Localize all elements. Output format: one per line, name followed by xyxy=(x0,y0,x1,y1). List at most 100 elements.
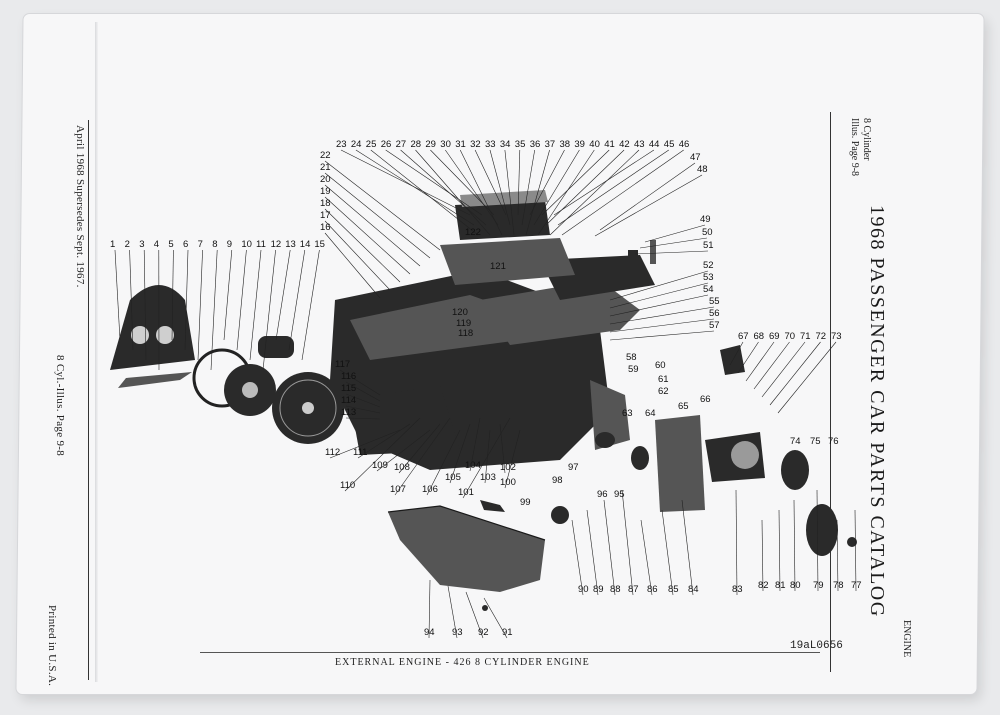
callout-31: 31 xyxy=(455,139,466,150)
callout-98: 98 xyxy=(552,475,563,486)
callout-59: 59 xyxy=(628,364,639,375)
leader-87 xyxy=(621,489,634,596)
callout-111: 111 xyxy=(353,447,367,458)
leader-25 xyxy=(370,149,479,236)
leader-70 xyxy=(753,341,790,390)
bolt-right xyxy=(847,537,857,547)
callout-82: 82 xyxy=(758,580,769,591)
callout-99: 99 xyxy=(520,497,531,508)
callout-65: 65 xyxy=(678,401,689,412)
callout-4: 4 xyxy=(154,239,159,250)
callout-5: 5 xyxy=(168,239,173,250)
leader-109 xyxy=(376,429,431,472)
leader-11 xyxy=(249,249,262,361)
leader-90 xyxy=(571,519,584,596)
oil-filter xyxy=(631,446,649,470)
callout-17: 17 xyxy=(320,210,331,221)
callout-27: 27 xyxy=(396,139,407,150)
leader-15 xyxy=(301,249,320,361)
callout-95: 95 xyxy=(614,489,625,500)
leader-17 xyxy=(324,220,391,291)
callout-110: 110 xyxy=(340,480,355,491)
leader-56 xyxy=(609,318,715,333)
callout-20: 20 xyxy=(320,174,331,185)
callout-2: 2 xyxy=(125,239,130,250)
callout-33: 33 xyxy=(485,139,496,150)
callout-79: 79 xyxy=(813,580,824,591)
callout-36: 36 xyxy=(530,139,541,150)
left-margin-rule xyxy=(88,120,89,680)
callout-112: 112 xyxy=(325,447,340,458)
callout-49: 49 xyxy=(700,214,711,225)
leader-92 xyxy=(465,591,484,639)
flywheel-center xyxy=(302,402,314,414)
leader-110 xyxy=(344,417,421,492)
leader-27 xyxy=(400,149,487,226)
callout-78: 78 xyxy=(833,580,844,591)
callout-48: 48 xyxy=(697,164,708,175)
leader-32 xyxy=(474,149,507,216)
leader-112 xyxy=(329,429,401,459)
callout-54: 54 xyxy=(703,284,714,295)
leader-104 xyxy=(469,417,481,472)
callout-70: 70 xyxy=(785,331,796,342)
leader-106 xyxy=(426,429,461,496)
callout-92: 92 xyxy=(478,627,489,638)
callout-44: 44 xyxy=(649,139,660,150)
starter-motor xyxy=(258,336,294,358)
callout-22: 22 xyxy=(320,150,331,161)
leader-93 xyxy=(447,585,458,639)
callout-12: 12 xyxy=(271,239,282,250)
leader-8 xyxy=(210,249,218,371)
callout-113: 113 xyxy=(341,407,356,418)
callout-10: 10 xyxy=(241,239,252,250)
leader-46 xyxy=(561,149,684,236)
fan-pulley xyxy=(781,450,809,490)
callout-18: 18 xyxy=(320,198,331,209)
callout-105: 105 xyxy=(445,472,461,483)
callout-80: 80 xyxy=(790,580,801,591)
callout-28: 28 xyxy=(411,139,422,150)
leader-1 xyxy=(114,249,121,341)
callout-104: 104 xyxy=(465,460,481,471)
leader-5 xyxy=(171,249,174,341)
timing-cover xyxy=(655,415,705,512)
intake-manifold xyxy=(440,238,575,285)
leader-86 xyxy=(640,519,653,596)
callout-16: 16 xyxy=(320,222,331,233)
leader-42 xyxy=(545,149,625,226)
callout-26: 26 xyxy=(381,139,392,150)
leader-47 xyxy=(599,162,696,231)
callout-8: 8 xyxy=(212,239,217,250)
water-pump-hub xyxy=(731,441,759,469)
callout-67: 67 xyxy=(738,331,749,342)
callout-60: 60 xyxy=(655,360,666,371)
callout-56: 56 xyxy=(709,308,720,319)
leader-57 xyxy=(609,330,715,341)
leader-91 xyxy=(483,597,508,639)
callout-6: 6 xyxy=(183,239,188,250)
leader-69 xyxy=(745,341,775,382)
callout-58: 58 xyxy=(626,352,637,363)
leader-111 xyxy=(357,423,411,459)
page-fold xyxy=(95,22,98,682)
leader-12 xyxy=(262,249,276,371)
callout-86: 86 xyxy=(647,584,658,595)
callout-109: 109 xyxy=(372,460,388,471)
callout-34: 34 xyxy=(500,139,511,150)
callout-32: 32 xyxy=(470,139,481,150)
leader-85 xyxy=(661,509,674,596)
leader-101 xyxy=(462,417,511,499)
leader-18 xyxy=(324,208,401,283)
leader-43 xyxy=(549,149,640,236)
callout-66: 66 xyxy=(700,394,711,405)
callout-30: 30 xyxy=(440,139,451,150)
callout-29: 29 xyxy=(425,139,436,150)
callout-64: 64 xyxy=(645,408,656,419)
crank-pulley xyxy=(806,504,838,556)
callout-1: 1 xyxy=(110,239,115,250)
leader-22 xyxy=(324,160,441,251)
dipstick-tube xyxy=(650,240,656,264)
callout-50: 50 xyxy=(702,227,713,238)
